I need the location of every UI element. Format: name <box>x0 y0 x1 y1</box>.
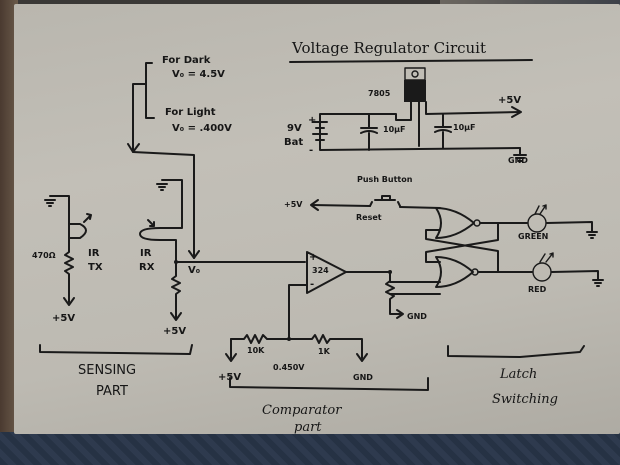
tx-label-2: TX <box>88 262 103 273</box>
push-button-title: Push Button <box>357 175 413 184</box>
ic-7805 <box>404 80 426 102</box>
title-underline <box>289 59 533 63</box>
cap2-label: 10µF <box>453 123 476 132</box>
tx-label-1: IR <box>88 248 100 259</box>
latch-section-line2: Switching <box>492 392 558 407</box>
led-green-icon <box>527 213 547 233</box>
supply-arrow-icon <box>225 353 237 362</box>
ir-rx-circuit <box>139 179 306 321</box>
comparator-section-line2: part <box>294 420 322 435</box>
ground-icon <box>156 183 168 191</box>
r1-label: 10K <box>247 346 265 355</box>
ground-icon <box>513 147 527 162</box>
receive-arrow-icon <box>147 219 155 227</box>
vo-label: V₀ <box>188 265 201 276</box>
sensing-bracket <box>39 344 193 355</box>
button-supply: +5V <box>284 200 303 209</box>
capacitor-2-icon <box>434 113 452 149</box>
led-green-label: GREEN <box>518 232 549 241</box>
battery-icon <box>312 121 328 141</box>
ir-led-tx-icon <box>68 223 87 239</box>
rx-label-1: IR <box>140 248 152 259</box>
ir-led-rx-icon <box>139 227 173 241</box>
opamp-plus: + <box>309 252 318 263</box>
push-button-icon <box>369 195 401 207</box>
light-value: V₀ = .400V <box>172 123 232 134</box>
rx-supply: +5V <box>163 326 187 337</box>
vo-arrow-icon <box>188 250 200 259</box>
led-red-label: RED <box>528 285 547 294</box>
latch-bracket <box>447 345 585 358</box>
opamp-324-icon <box>306 251 347 294</box>
battery-minus: - <box>309 145 314 156</box>
r2-label: 1K <box>318 347 330 356</box>
ic-label: 7805 <box>368 89 391 98</box>
supply-arrow-icon <box>310 199 319 211</box>
push-button-label: Reset <box>356 213 382 222</box>
led-red-icon <box>532 262 552 282</box>
regulator-ground: GND <box>508 156 528 165</box>
annotation-bracket <box>127 62 200 259</box>
gnd-arrow-icon <box>396 309 404 319</box>
comparator-section-line1: Comparator <box>262 403 342 418</box>
resistor-470-icon <box>64 237 74 303</box>
regulator-tab <box>404 67 426 81</box>
sensing-section-line2: PART <box>96 384 128 399</box>
battery-name: Bat <box>284 137 304 148</box>
ref-voltage: 0.450V <box>273 363 305 372</box>
sensing-section-line1: SENSING <box>78 363 137 378</box>
battery-plus: + <box>308 115 317 126</box>
nor-gate-1-icon <box>435 207 475 239</box>
table-edge-left <box>0 0 18 465</box>
supply-arrow-icon <box>63 297 75 306</box>
capacitor-1-icon <box>360 113 378 151</box>
dark-heading: For Dark <box>162 55 211 66</box>
nor-gate-2-icon <box>435 256 474 288</box>
latch-section-line1: Latch <box>500 367 538 382</box>
cap1-label: 10µF <box>383 125 406 134</box>
comparator-bracket <box>229 377 429 391</box>
comparator-ground: GND <box>353 373 373 382</box>
resistor-rx-icon <box>171 239 181 319</box>
dark-value: V₀ = 4.5V <box>172 69 225 80</box>
emit-arrow-icon <box>83 213 92 223</box>
regulator-circuit <box>312 67 527 162</box>
supply-arrow-icon <box>170 312 182 321</box>
tx-resistor-label: 470Ω <box>32 251 56 260</box>
opamp-minus: - <box>310 279 315 290</box>
comparator-circuit <box>225 251 441 362</box>
paper-sheet <box>14 4 620 434</box>
ground-icon <box>44 199 56 207</box>
ground-icon <box>592 279 604 287</box>
rx-label-2: RX <box>139 262 155 273</box>
regulator-output: +5V <box>498 95 522 106</box>
ground-icon <box>586 231 598 239</box>
output-ground: GND <box>407 312 427 321</box>
gnd-arrow-icon <box>356 353 368 362</box>
battery-voltage: 9V <box>287 123 302 134</box>
page-title: Voltage Regulator Circuit <box>292 39 487 57</box>
opamp-label: 324 <box>312 266 329 275</box>
output-arrow-icon <box>511 106 522 118</box>
ir-tx-circuit <box>44 195 92 306</box>
pulldown-resistor-icon <box>385 280 403 315</box>
light-heading: For Light <box>165 107 216 118</box>
latch-circuit <box>310 195 604 288</box>
tx-supply: +5V <box>52 313 76 324</box>
comparator-supply: +5V <box>218 372 242 383</box>
tablecloth <box>0 432 620 465</box>
